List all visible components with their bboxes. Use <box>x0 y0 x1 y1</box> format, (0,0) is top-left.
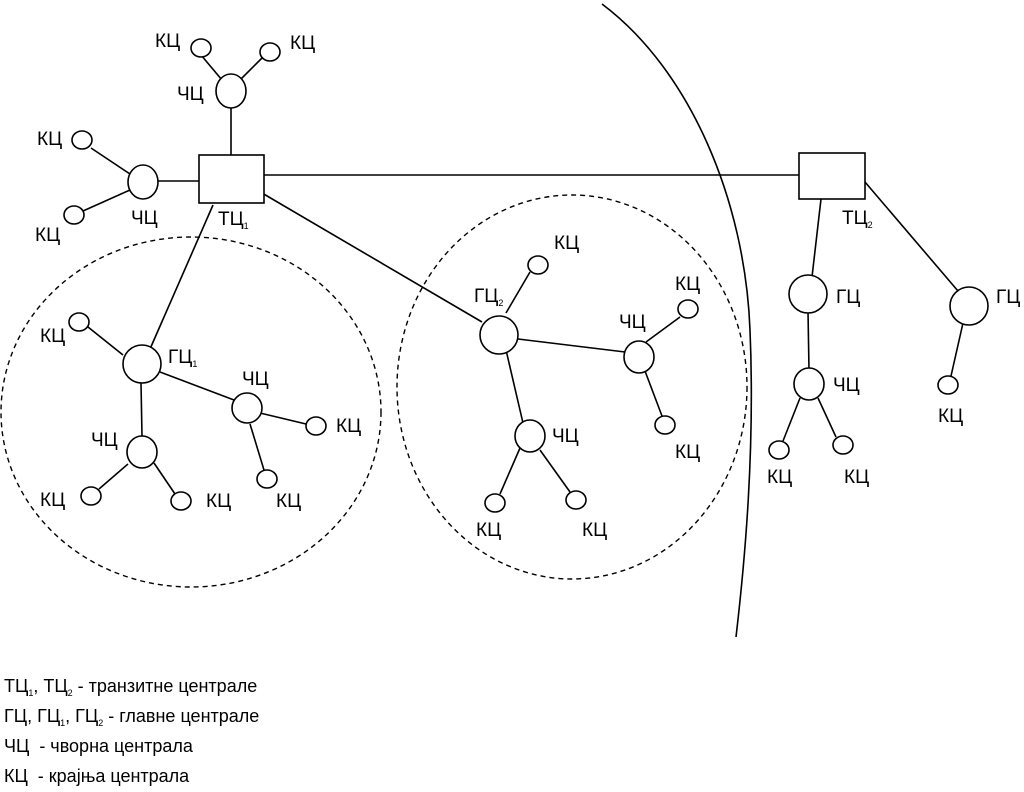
edge <box>807 310 810 371</box>
edge <box>249 423 265 471</box>
node-exchange-node <box>127 164 159 200</box>
edges <box>82 54 964 495</box>
main-exchange-label: ГЦ <box>996 287 1020 308</box>
legend: ТЦ1, ТЦ2 - транзитне централе ГЦ, ГЦ1, Г… <box>4 676 259 786</box>
edge <box>153 462 176 495</box>
transit-exchange-tc2 <box>798 152 866 200</box>
end-exchange-label: КЦ <box>290 33 315 54</box>
region-gc1 <box>0 236 382 588</box>
end-exchange-node <box>565 490 587 510</box>
network-boundary-line <box>601 3 753 638</box>
node-exchange-node <box>215 73 247 109</box>
node-exchange-label: ЧЦ <box>552 426 579 447</box>
edge <box>505 349 524 424</box>
node-exchange-node <box>514 419 546 453</box>
main-exchange-label: ГЦ <box>836 287 860 308</box>
end-exchange-node <box>68 312 90 332</box>
end-exchange-label: КЦ <box>276 491 301 512</box>
edge <box>517 338 626 353</box>
edge <box>864 181 959 292</box>
edge <box>505 271 531 314</box>
region-gc2 <box>396 194 748 580</box>
edge <box>499 447 521 495</box>
node-exchange-label: ЧЦ <box>242 369 269 390</box>
transit-exchange-label: ТЦ1 <box>218 209 249 231</box>
node-exchange-node <box>623 340 655 374</box>
end-exchange-node <box>80 486 102 506</box>
end-exchange-node <box>63 205 85 225</box>
edge <box>239 57 263 81</box>
edge <box>782 397 801 442</box>
node-labels: КЦ КЦ ЧЦ КЦ КЦ ЧЦ ТЦ1 ТЦ2 КЦ ГЦ1 ЧЦ КЦ Ч… <box>35 31 1020 541</box>
end-exchange-node <box>677 299 699 319</box>
main-exchange-node <box>479 315 519 355</box>
edge <box>539 449 571 493</box>
end-exchange-label: КЦ <box>938 406 963 427</box>
node-exchange-label: ЧЦ <box>177 84 204 105</box>
node-exchange-node <box>793 367 825 401</box>
node-exchange-label: ЧЦ <box>131 208 158 229</box>
end-exchange-node <box>484 493 506 513</box>
end-exchange-node <box>256 469 278 489</box>
end-exchange-label: КЦ <box>336 416 361 437</box>
legend-line-end: КЦ - крајња централа <box>4 766 190 786</box>
edge <box>140 382 143 437</box>
end-exchange-node <box>71 130 93 150</box>
node-exchange-label: ЧЦ <box>619 312 646 333</box>
end-exchange-label: КЦ <box>206 491 231 512</box>
end-exchange-node <box>654 415 676 435</box>
end-exchange-node <box>832 435 854 455</box>
end-exchange-label: КЦ <box>155 31 180 52</box>
edge <box>98 463 129 490</box>
end-exchange-node <box>170 491 192 511</box>
edge <box>159 371 235 401</box>
exchange-nodes <box>63 38 989 513</box>
edge <box>817 397 837 438</box>
transit-exchange-tc1 <box>198 154 265 204</box>
end-exchange-label: КЦ <box>675 274 700 295</box>
end-exchange-label: КЦ <box>35 225 60 246</box>
end-exchange-label: КЦ <box>675 442 700 463</box>
transit-exchange-label: ТЦ2 <box>842 208 873 230</box>
end-exchange-node <box>768 440 790 460</box>
main-exchange-node <box>122 344 162 384</box>
edge <box>259 412 307 425</box>
end-exchange-label: КЦ <box>476 520 501 541</box>
edge <box>811 198 822 278</box>
edge <box>261 192 483 323</box>
edge <box>87 326 124 356</box>
edge <box>149 204 214 350</box>
edge <box>90 147 131 175</box>
edge <box>82 189 131 212</box>
end-exchange-label: КЦ <box>554 233 579 254</box>
edge <box>645 316 681 343</box>
end-exchange-node <box>527 255 549 275</box>
main-exchange-label: ГЦ2 <box>474 286 503 308</box>
end-exchange-label: КЦ <box>767 467 792 488</box>
end-exchange-node <box>190 38 212 58</box>
end-exchange-label: КЦ <box>582 520 607 541</box>
node-exchange-label: ЧЦ <box>91 430 118 451</box>
end-exchange-label: КЦ <box>40 326 65 347</box>
legend-line-transit: ТЦ1, ТЦ2 - транзитне централе <box>4 676 257 698</box>
main-exchange-label: ГЦ1 <box>168 347 197 369</box>
node-exchange-node <box>231 392 263 424</box>
legend-line-node: ЧЦ - чворна централа <box>4 736 194 756</box>
end-exchange-label: КЦ <box>37 129 62 150</box>
edge <box>644 370 663 417</box>
main-exchange-node <box>949 286 989 326</box>
end-exchange-node <box>937 375 959 395</box>
node-exchange-label: ЧЦ <box>833 375 860 396</box>
end-exchange-node <box>259 42 281 62</box>
edge <box>200 54 223 81</box>
end-exchange-node <box>305 416 327 436</box>
legend-line-main: ГЦ, ГЦ1, ГЦ2 - главне централе <box>4 706 259 728</box>
node-exchange-node <box>126 435 158 469</box>
main-exchange-node <box>788 274 828 314</box>
end-exchange-label: КЦ <box>844 467 869 488</box>
edge <box>950 322 964 377</box>
end-exchange-label: КЦ <box>40 490 65 511</box>
